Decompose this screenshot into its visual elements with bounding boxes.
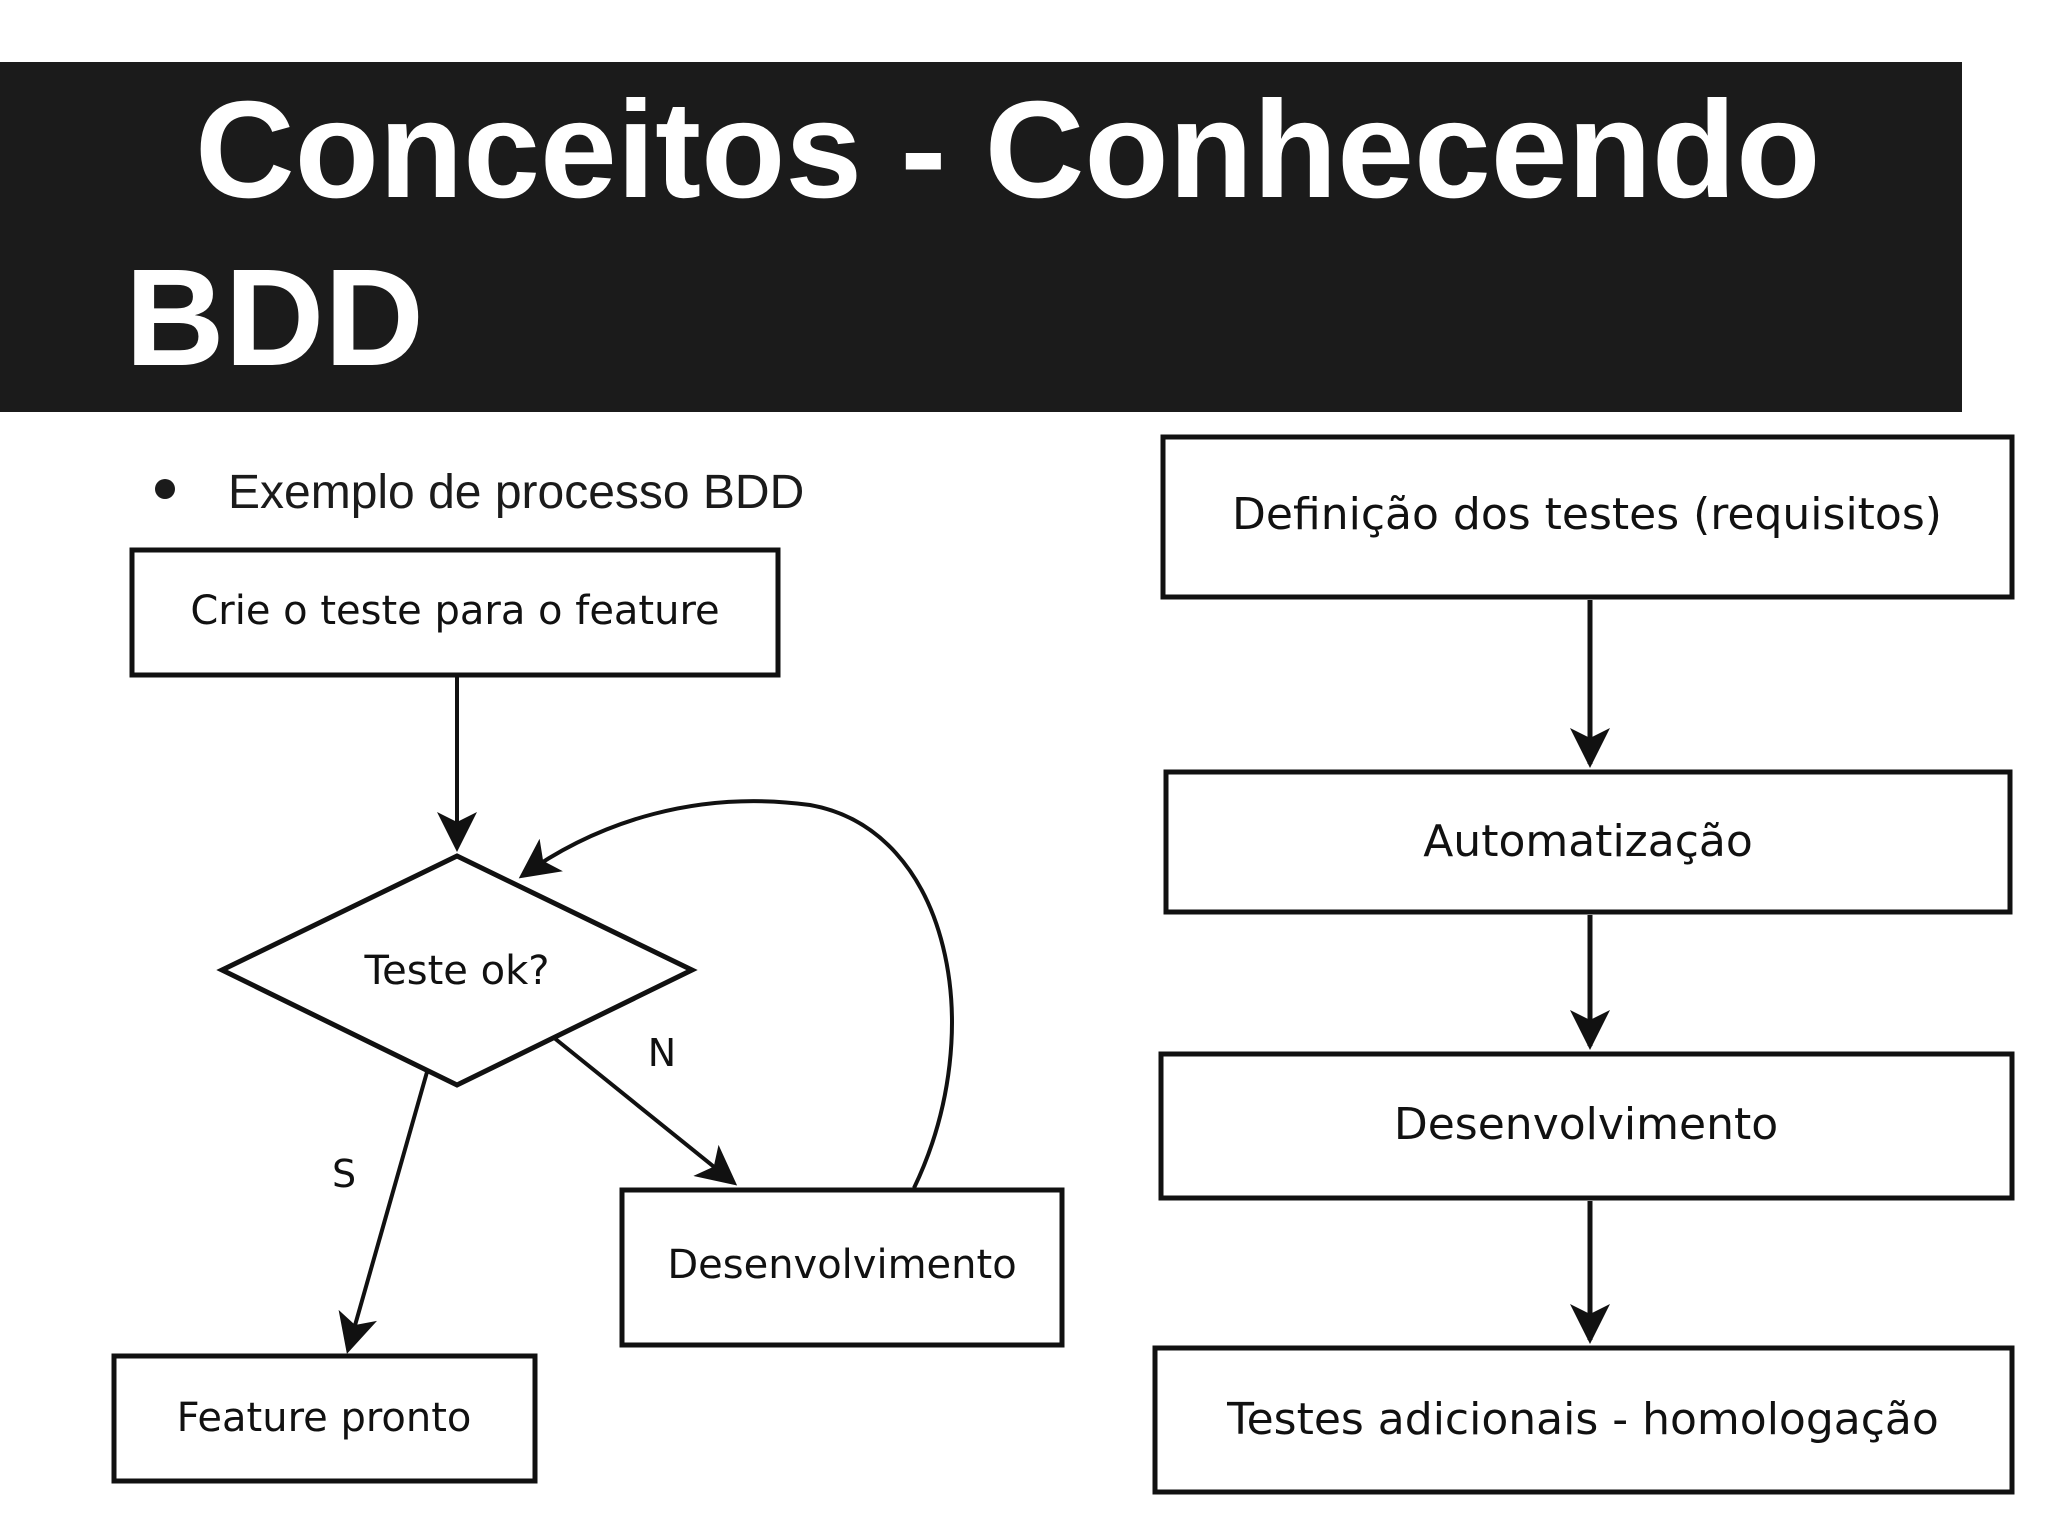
step-box-homologation [1152, 1345, 2015, 1495]
yes-label: S [332, 1152, 356, 1196]
right-flowchart: Definição dos testes (requisitos) Automa… [1152, 434, 2015, 1495]
step-box-development [1158, 1051, 2015, 1201]
loop-back-arrow [518, 799, 954, 1189]
bullet-dot-icon [155, 479, 175, 499]
step-label-definition: Definição dos testes (requisitos) [1232, 489, 1942, 540]
title-bar [0, 62, 1962, 412]
feature-ready-box [111, 1353, 538, 1484]
step-label-development: Desenvolvimento [1394, 1099, 1778, 1150]
step-label-automation: Automatização [1423, 816, 1753, 867]
step-box-automation [1163, 769, 2013, 915]
arrow-no-branch [551, 1035, 738, 1186]
decision-label: Teste ok? [364, 948, 550, 994]
feature-ready-label: Feature pronto [177, 1395, 472, 1441]
bullet-text: Exemplo de processo BDD [228, 466, 805, 519]
create-test-label: Crie o teste para o feature [190, 588, 719, 634]
no-label: N [648, 1031, 676, 1075]
development-label: Desenvolvimento [667, 1242, 1016, 1288]
arrow-yes-branch [338, 1071, 429, 1354]
create-test-box [129, 547, 781, 678]
decision-diamond [216, 853, 698, 1088]
slide-title: Conceitos - Conhecendo BDD [125, 73, 1821, 395]
step-box-definition [1160, 434, 2015, 600]
step-label-homologation: Testes adicionais - homologação [1226, 1394, 1939, 1445]
development-box [619, 1187, 1065, 1348]
left-flowchart: Crie o teste para o feature Teste ok? N … [111, 547, 1065, 1484]
